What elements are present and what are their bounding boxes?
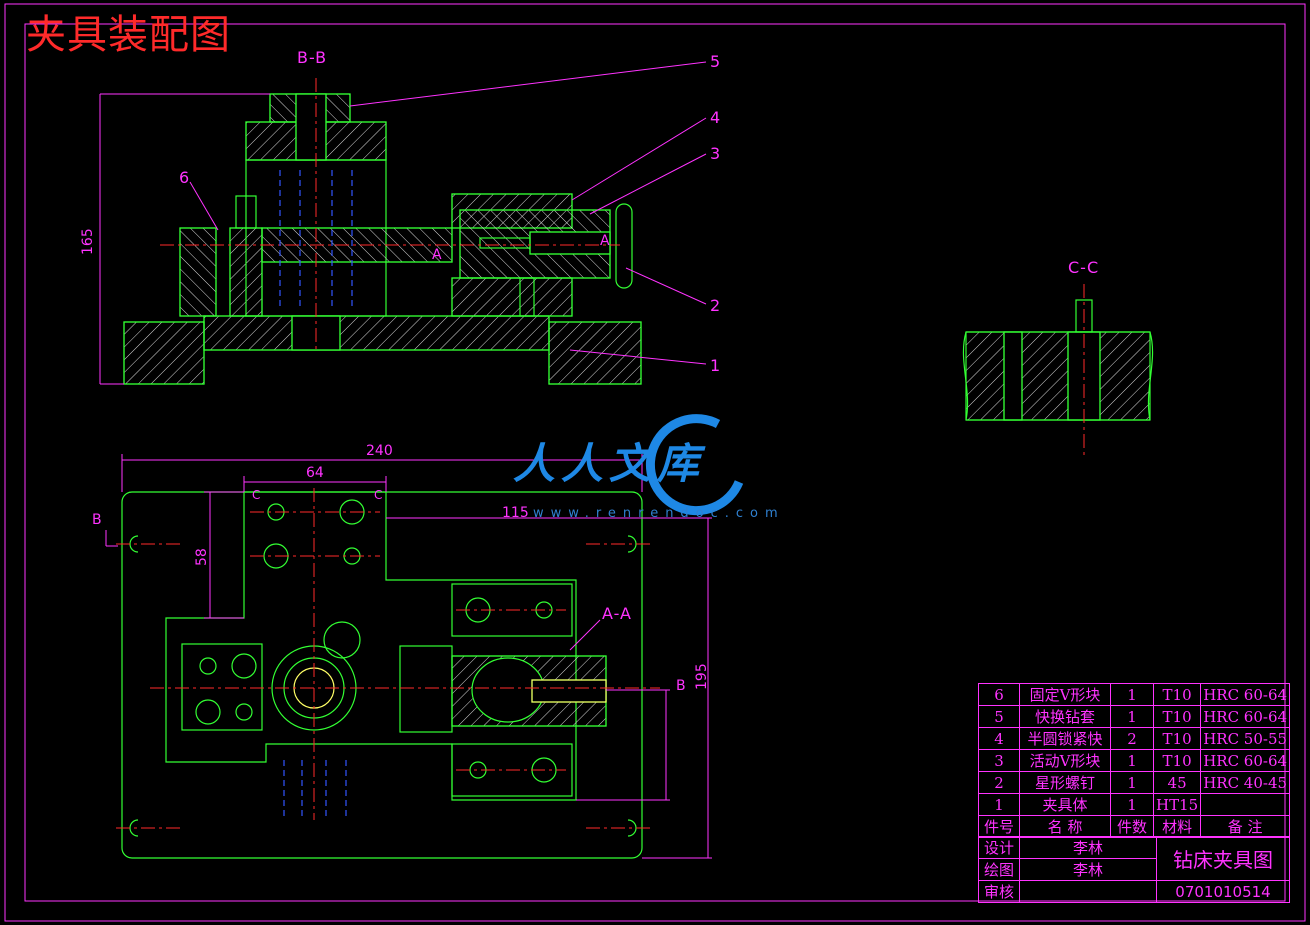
section-mark-b-right: B — [676, 678, 686, 694]
plan-dimension-lines — [105, 454, 712, 859]
table-row: 2 星形螺钉 1 45 HRC 40-45 — [978, 771, 1291, 794]
balloon-2: 2 — [710, 296, 721, 315]
check-name — [1019, 880, 1157, 903]
inner-border — [24, 23, 1286, 902]
dim-240: 240 — [366, 443, 393, 459]
design-label: 设计 — [978, 836, 1020, 859]
outer-border — [4, 3, 1306, 922]
design-name: 李林 — [1019, 836, 1157, 859]
check-label: 审核 — [978, 880, 1020, 903]
view-label-aa: A-A — [602, 604, 632, 623]
watermark-text: 人人文库 — [513, 439, 706, 488]
plan-hidden-lines — [283, 760, 347, 820]
dim-195: 195 — [694, 663, 710, 690]
bom-header-row: 件号 名 称 件数 材料 备 注 — [978, 815, 1291, 838]
view-label-cc: C-C — [1068, 258, 1100, 277]
draw-label: 绘图 — [978, 858, 1020, 881]
section-mark-b-left: B — [92, 512, 102, 528]
balloon-3: 3 — [710, 144, 721, 163]
drawing-title: 夹具装配图 — [26, 12, 231, 58]
dim-165: 165 — [80, 228, 96, 255]
table-row: 4 半圆锁紧快 2 T10 HRC 50-55 — [978, 727, 1291, 750]
table-row: 3 活动V形块 1 T10 HRC 60-64 — [978, 749, 1291, 772]
watermark-url: www.renrendoc.com — [533, 506, 785, 521]
watermark-logo-icon — [645, 414, 744, 516]
table-row: 1 夹具体 1 HT15 — [978, 793, 1291, 816]
balloon-6: 6 — [179, 168, 190, 187]
view-bb — [123, 93, 642, 385]
dim-58: 58 — [194, 548, 210, 566]
dim-64: 64 — [306, 465, 324, 481]
section-mark-a-right: A — [600, 233, 610, 249]
plan-centerlines — [116, 488, 660, 829]
section-mark-c-right: C — [374, 488, 383, 502]
view-cc — [962, 299, 1154, 421]
balloon-4: 4 — [710, 108, 721, 127]
view-plan — [121, 491, 643, 859]
title-block: 设计 李林 钻床夹具图 绘图 李林 审核 0701010514 — [978, 836, 1290, 903]
drawing-number: 0701010514 — [1156, 880, 1290, 903]
view-label-bb: B-B — [297, 48, 328, 67]
dim-115: 115 — [502, 505, 529, 521]
leader-lines — [189, 61, 707, 365]
draw-name: 李林 — [1019, 858, 1157, 881]
bom-table: 6 固定V形块 1 T10 HRC 60-64 5 快换钻套 1 T10 HRC… — [978, 683, 1291, 838]
section-mark-a-left: A — [432, 247, 442, 263]
drawing-title-cell: 钻床夹具图 — [1156, 836, 1290, 881]
table-row: 6 固定V形块 1 T10 HRC 60-64 — [978, 683, 1291, 706]
section-mark-c-left: C — [252, 488, 261, 502]
table-row: 5 快换钻套 1 T10 HRC 60-64 — [978, 705, 1291, 728]
watermark: 人人文库 www.renrendoc.com — [513, 402, 813, 527]
bb-hidden-lines — [279, 170, 353, 310]
dim-165-lines — [99, 93, 270, 385]
balloon-5: 5 — [710, 52, 721, 71]
balloon-1: 1 — [710, 356, 721, 375]
bb-centerlines — [160, 78, 620, 350]
